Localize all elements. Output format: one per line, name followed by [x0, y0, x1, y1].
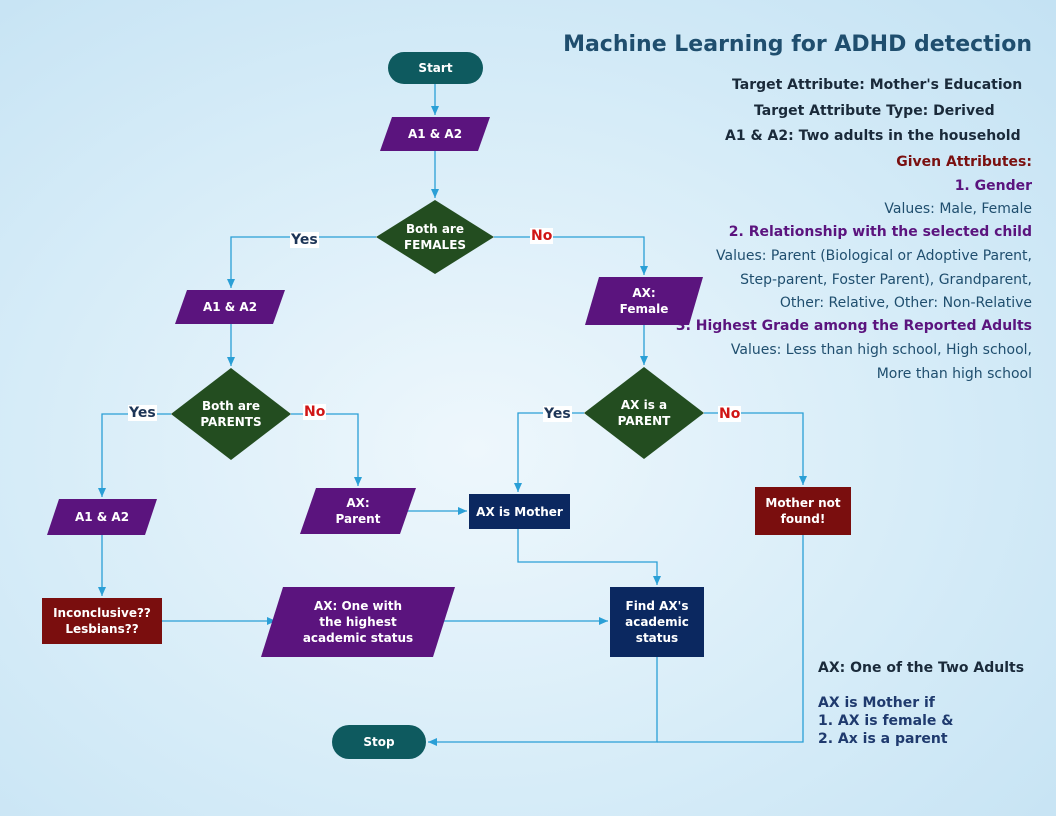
edge-label-yes-females: Yes [290, 232, 319, 248]
attribute-gender: 1. Gender [954, 178, 1032, 194]
edge-label-no-females: No [530, 228, 554, 244]
target-attribute: Target Attribute: Mother's Education [732, 77, 1023, 93]
grade-values-line2: More than high school [876, 366, 1032, 382]
page-title: Machine Learning for ADHD detection [563, 32, 1032, 57]
both-parents-shape [171, 368, 291, 460]
condition-2-note: 2. Ax is a parent [818, 731, 948, 747]
connector-8 [514, 412, 584, 492]
ax-is-parent-decision: AX is a PARENT [617, 398, 671, 428]
stop-shape [332, 725, 426, 759]
a1-a2-definition: A1 & A2: Two adults in the household [725, 128, 1021, 144]
connector-7 [291, 413, 362, 486]
highest-academic-shape [261, 587, 455, 657]
a1-a2-input-left: A1 & A2 [202, 300, 258, 314]
both-females-decision: Both are FEMALES [403, 222, 467, 252]
attribute-relationship: 2. Relationship with the selected child [728, 224, 1032, 240]
connector-6 [98, 413, 171, 497]
a1-a2-bottom-shape [47, 499, 157, 535]
a1-a2-top-shape [380, 117, 490, 151]
mother-not-found-shape [755, 487, 851, 535]
connector-3 [494, 236, 648, 275]
a1-a2-input-bottom: A1 & A2 [74, 510, 130, 524]
start-shape [388, 52, 483, 84]
attribute-highest-grade: 3. Highest Grade among the Reported Adul… [675, 318, 1032, 334]
both-parents-decision: Both are PARENTS [200, 399, 262, 429]
connector-16 [657, 535, 804, 743]
inconclusive-shape [42, 598, 162, 644]
highest-academic-input: AX: One with the highest academic status [302, 599, 414, 645]
relationship-values-line1: Values: Parent (Biological or Adoptive P… [716, 248, 1032, 264]
connector-15 [428, 657, 658, 746]
ax-female-input: AX: Female [619, 286, 669, 316]
edge-label-no-parents: No [303, 404, 327, 420]
find-academic-status-process: Find AX's academic status [625, 599, 689, 645]
condition-1-note: 1. AX is female & [818, 713, 954, 729]
both-females-shape [376, 200, 494, 274]
inconclusive-box: Inconclusive?? Lesbians?? [53, 606, 151, 636]
connector-2 [227, 236, 376, 288]
a1-a2-input-top: A1 & A2 [407, 127, 463, 141]
relationship-values-line3: Other: Relative, Other: Non-Relative [779, 295, 1032, 311]
mother-if-note: AX is Mother if [818, 695, 935, 711]
ax-is-mother-process: AX is Mother [476, 504, 563, 519]
mother-not-found-box: Mother not found! [765, 496, 841, 526]
ax-definition-note: AX: One of the Two Adults [818, 660, 1025, 676]
edge-label-no-ax-parent: No [718, 406, 742, 422]
a1-a2-left-shape [175, 290, 285, 324]
start-terminal: Start [418, 61, 453, 75]
grade-values-line1: Values: Less than high school, High scho… [730, 342, 1032, 358]
edge-label-yes-ax-parent: Yes [543, 406, 572, 422]
relationship-values-line2: Step-parent, Foster Parent), Grandparent… [740, 272, 1032, 288]
connector-9 [704, 412, 807, 485]
ax-parent-shape-diamond [584, 367, 704, 459]
connector-11 [517, 529, 661, 585]
ax-female-shape [585, 277, 703, 325]
ax-parent-input: AX: Parent [335, 496, 381, 526]
ax-parent-shape [300, 488, 416, 534]
gender-values: Values: Male, Female [884, 201, 1032, 217]
given-attributes-heading: Given Attributes: [896, 154, 1032, 170]
stop-terminal: Stop [363, 735, 395, 749]
edge-label-yes-parents: Yes [128, 405, 157, 421]
find-status-shape [610, 587, 704, 657]
target-attribute-type: Target Attribute Type: Derived [754, 103, 995, 119]
ax-is-mother-shape [469, 494, 570, 529]
